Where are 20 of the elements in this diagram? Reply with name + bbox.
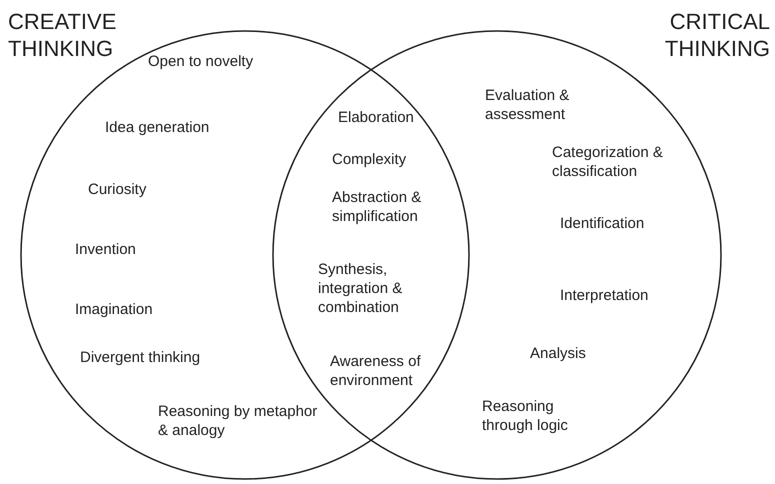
venn-item: Abstraction & simplification (332, 188, 422, 226)
venn-item: Open to novelty (148, 52, 254, 71)
venn-item: Invention (75, 240, 136, 259)
venn-item: Reasoning through logic (482, 397, 569, 435)
venn-item: Reasoning by metaphor & analogy (158, 402, 318, 440)
venn-item: Imagination (75, 300, 153, 319)
venn-item: Evaluation & assessment (485, 86, 570, 124)
venn-item: Elaboration (338, 108, 414, 127)
venn-item: Awareness of environment (330, 352, 422, 390)
venn-item: Divergent thinking (80, 348, 200, 367)
circle-heading: CRITICAL THINKING (664, 8, 770, 62)
circle-heading: CREATIVE THINKING (8, 8, 118, 62)
venn-item: Categorization & classification (552, 143, 664, 181)
venn-item: Idea generation (105, 118, 210, 137)
venn-item: Analysis (530, 344, 586, 363)
venn-item: Identification (560, 214, 644, 233)
venn-item: Complexity (332, 150, 406, 169)
venn-item: Interpretation (560, 286, 648, 305)
venn-item: Curiosity (88, 180, 146, 199)
venn-item: Synthesis, integration & combination (318, 260, 404, 317)
